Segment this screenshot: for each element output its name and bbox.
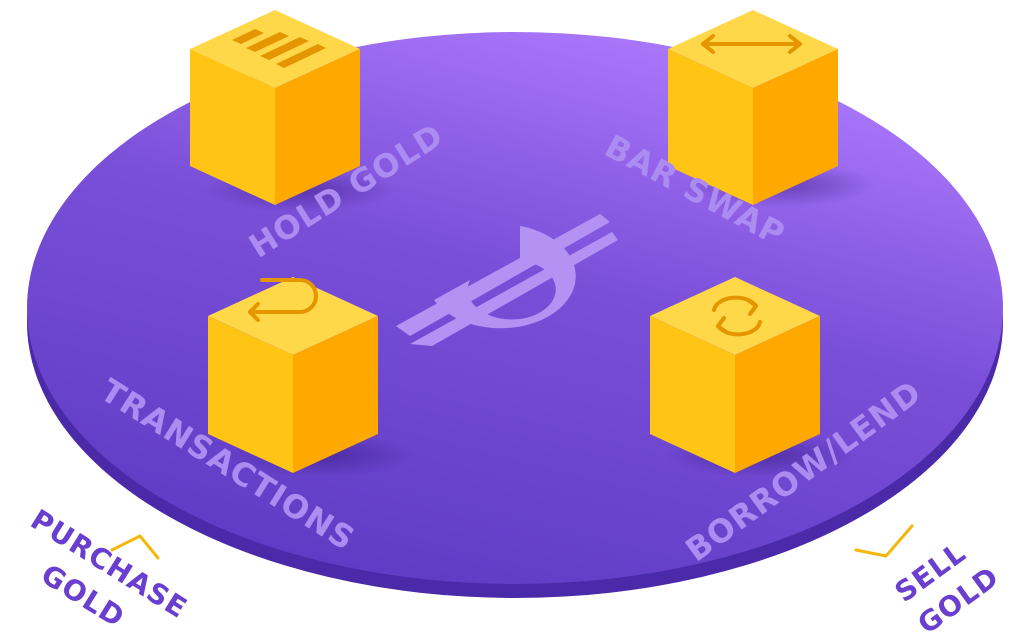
caret-up-icon bbox=[110, 534, 160, 560]
caret-down-icon bbox=[854, 524, 914, 558]
double-arrow-icon bbox=[701, 34, 802, 54]
cube-hold-gold bbox=[190, 10, 395, 212]
cube-borrow-lend bbox=[650, 277, 855, 477]
sell-gold-label: SELL GOLD bbox=[889, 536, 1006, 641]
gold-bars-icon bbox=[232, 29, 326, 68]
gold-coin-logo-icon bbox=[396, 214, 618, 346]
cube-transactions bbox=[208, 277, 415, 477]
platform-disc bbox=[27, 32, 1003, 598]
u-turn-arrow-icon bbox=[248, 278, 318, 322]
cube-bar-swap bbox=[668, 10, 875, 207]
purchase-gold-label: PURCHASE GOLD bbox=[25, 503, 193, 634]
cycle-arrows-icon bbox=[712, 295, 762, 337]
